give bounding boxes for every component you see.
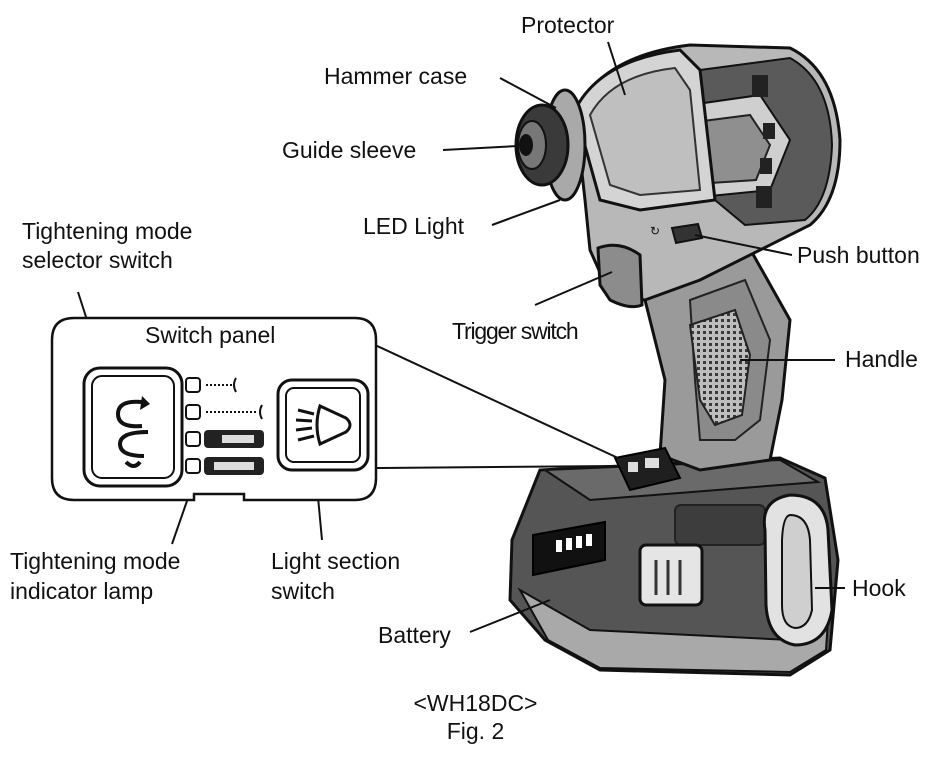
label-light-section-line2: switch [271,578,335,604]
tightening-mode-selector-switch [82,366,184,488]
label-tightening-mode-indicator-line2: indicator lamp [10,578,154,604]
switch-panel-inset [50,316,378,502]
handle-body [638,238,792,472]
battery-gauge-window [532,520,606,577]
label-battery: Battery [378,622,451,648]
label-tightening-mode-selector-line2: selector switch [22,247,173,273]
caption-figure-number: Fig. 2 [446,718,505,744]
battery-release-latch [638,543,704,607]
leader-lines [77,41,845,633]
label-tightening-mode-indicator-line1: Tightening mode [10,548,181,574]
label-hammer-case: Hammer case [324,63,468,89]
label-push-button: Push button [797,242,920,268]
light-section-switch [276,378,370,472]
label-switch-panel: Switch panel [145,322,276,348]
label-light-section-line1: Light section [271,548,401,574]
battery-pack [508,456,840,677]
svg-text:↻: ↻ [650,224,660,238]
label-protector: Protector [521,12,615,38]
guide-sleeve [514,103,570,187]
label-handle: Handle [845,346,918,372]
label-tightening-mode-selector-line1: Tightening mode [22,218,193,244]
belt-hook [762,493,834,647]
label-trigger-switch: Trigger switch [452,318,579,344]
trigger [596,243,644,309]
tightening-mode-indicator-lamps [185,377,264,475]
label-hook: Hook [852,575,906,601]
tool-switch-panel [613,446,682,492]
caption-model: <WH18DC> [413,690,538,716]
label-led-light: LED Light [363,213,465,239]
label-guide-sleeve: Guide sleeve [282,137,417,163]
tool-main-body: ↻ [559,43,842,302]
